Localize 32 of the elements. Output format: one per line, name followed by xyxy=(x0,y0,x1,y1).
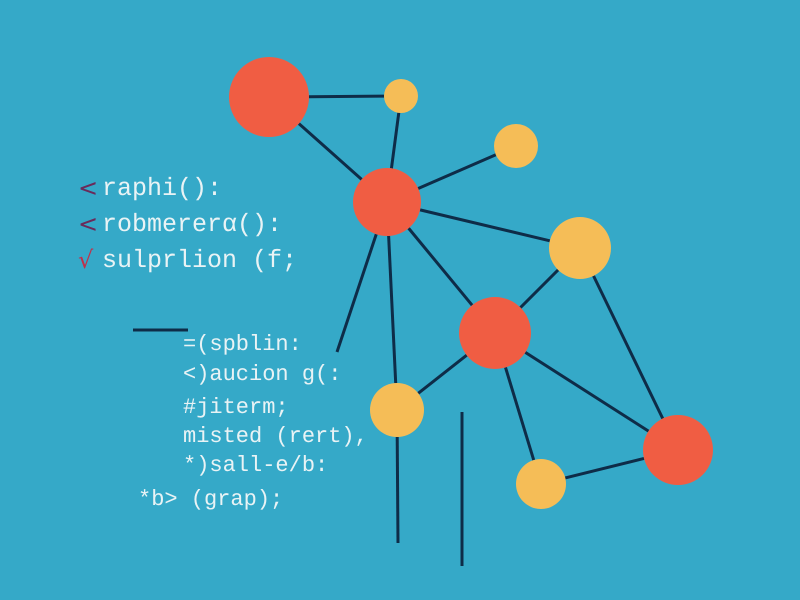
code-line: =(spblin: xyxy=(183,334,302,356)
network-node xyxy=(370,383,424,437)
network-node xyxy=(516,459,566,509)
connector-line xyxy=(418,153,496,190)
code-line: misted (rert), xyxy=(183,426,368,448)
connector-line xyxy=(308,94,384,98)
code-line: <)aucion g(: xyxy=(183,364,342,386)
code-line: robmererα(): xyxy=(102,212,282,237)
code-line: *b> (grap); xyxy=(138,489,284,511)
bullet-mark: < xyxy=(78,212,98,236)
network-node xyxy=(459,297,531,369)
bullet-mark: < xyxy=(78,176,98,200)
connector-line xyxy=(390,112,400,168)
code-line: sulprlion (f; xyxy=(102,248,298,273)
connector-line xyxy=(504,367,536,461)
connector-line xyxy=(564,456,644,480)
connector-line xyxy=(387,236,398,384)
connector-line xyxy=(420,208,550,242)
code-line: *)sall-e/b: xyxy=(183,455,328,477)
code-line: raphi(): xyxy=(102,176,222,201)
network-node xyxy=(384,79,418,113)
network-node xyxy=(494,124,538,168)
connector-line xyxy=(407,227,474,306)
connector-line xyxy=(336,234,378,352)
connector-line xyxy=(592,275,664,420)
connector-line xyxy=(519,268,560,309)
connector-line xyxy=(298,122,363,181)
connector-line xyxy=(396,436,400,544)
code-line: #jiterm; xyxy=(183,397,289,419)
connector-line xyxy=(417,354,468,394)
connector-line xyxy=(524,351,650,432)
bullet-mark: √ xyxy=(78,248,94,272)
